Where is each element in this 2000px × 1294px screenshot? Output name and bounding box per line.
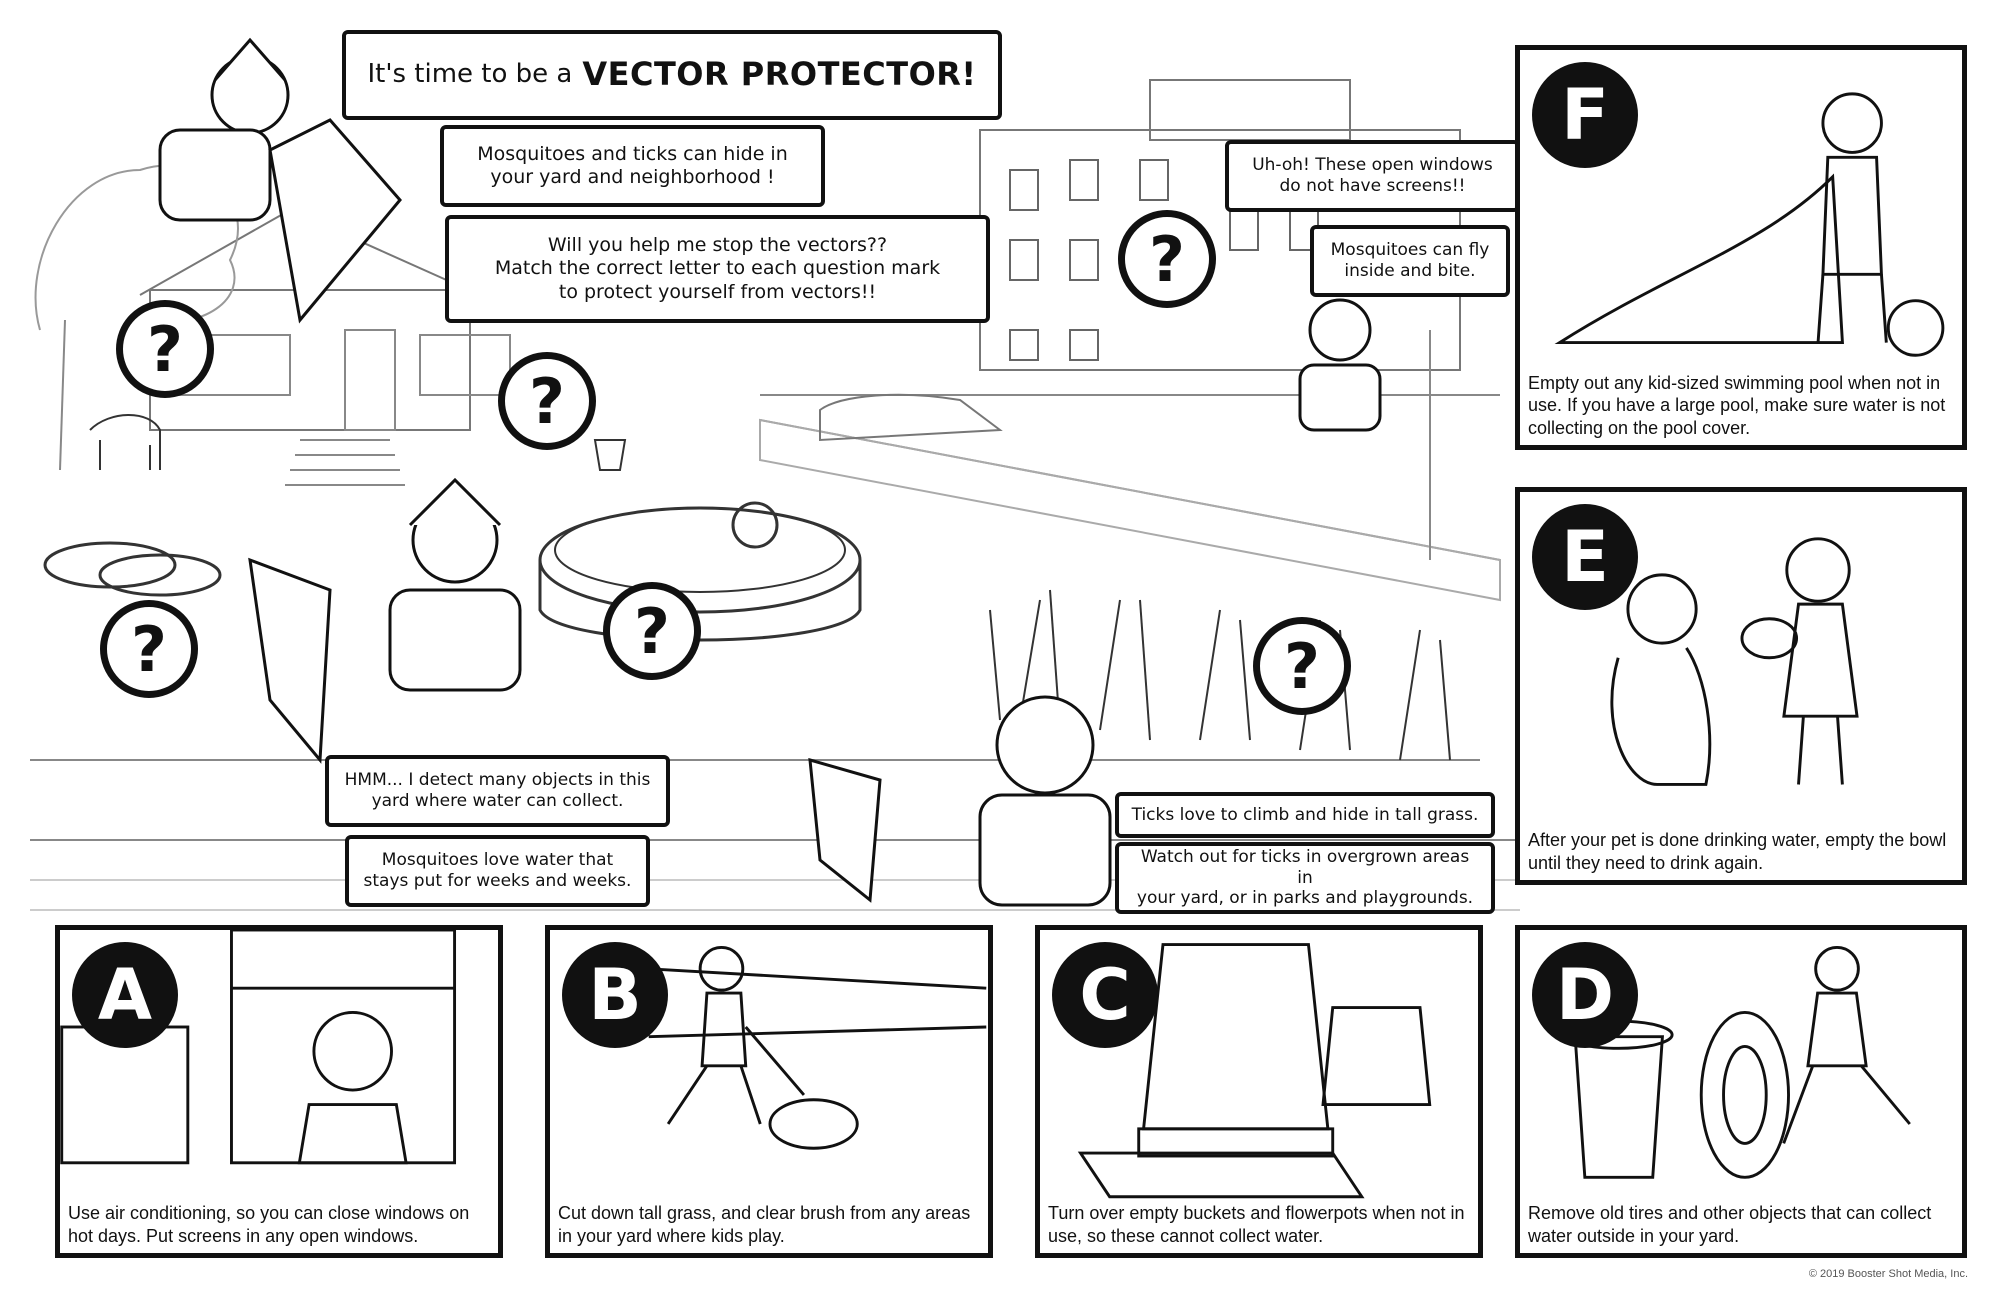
tall-grass-speech-bubble: Ticks love to climb and hide in tall gra… [1115,792,1495,838]
watch-ticks-speech-bubble: Watch out for ticks in overgrown areas i… [1115,842,1495,914]
hide-speech-bubble: Mosquitoes and ticks can hide in your ya… [440,125,825,207]
question-mark-tires[interactable]: ? [100,600,198,698]
pool-draining-illustration [1554,92,1945,357]
panel-a: A Use air conditioning, so you can close… [55,925,503,1258]
title-prefix-text: It's time to be a [367,59,573,90]
panel-b: B Cut down tall grass, and clear brush f… [545,925,993,1258]
fly-line-2: inside and bite. [1344,261,1476,281]
removing-tires-illustration [1563,946,1911,1179]
question-mark-grass[interactable]: ? [1253,617,1351,715]
letter-a: A [97,954,153,1036]
panel-a-caption: Use air conditioning, so you can close w… [68,1202,490,1247]
open-windows-speech-bubble: Uh-oh! These open windows do not have sc… [1225,140,1520,212]
climb-line-1: Ticks love to climb and hide in tall gra… [1131,804,1479,825]
hide-line-2: your yard and neighborhood ! [490,166,775,188]
panel-f: F Empty out any kid-sized swimming pool … [1515,45,1967,450]
watch-line-2: your yard, or in parks and playgrounds. [1136,888,1474,909]
fly-line-1: Mosquitoes can fly [1330,240,1490,261]
help-line-1: Will you help me stop the vectors?? [547,234,888,257]
stays-line-1: Mosquitoes love water that [381,850,614,871]
help-line-3: to protect yourself from vectors!! [558,280,877,303]
panel-e: E After your pet is done drinking water,… [1515,487,1967,885]
panel-d: D Remove old tires and other objects tha… [1515,925,1967,1258]
mowing-grass-illustration [648,946,987,1150]
vector-protector-title: VECTOR PROTECTOR! [582,55,977,94]
question-mark-windows[interactable]: ? [1118,210,1216,308]
water-stays-speech-bubble: Mosquitoes love water that stays put for… [345,835,650,907]
letter-d-badge: D [1532,942,1638,1048]
copyright-text: © 2019 Booster Shot Media, Inc. [1808,1268,1968,1280]
letter-f: F [1561,74,1609,156]
panel-d-caption: Remove old tires and other objects that … [1528,1202,1954,1247]
yard-scene-illustration [30,37,1520,911]
hide-line-1: Mosquitoes and ticks can hide in [477,142,788,165]
detect-line-2: yard where water can collect. [371,791,624,811]
detect-line-1: HMM... I detect many objects in this [344,770,651,791]
question-mark-pool[interactable]: ? [603,582,701,680]
letter-b-badge: B [562,942,668,1048]
letter-a-badge: A [72,942,178,1048]
windows-line-1: Uh-oh! These open windows [1252,155,1493,176]
letter-d: D [1555,954,1615,1036]
overturned-buckets-illustration [1077,943,1432,1199]
letter-e-badge: E [1532,504,1638,610]
windows-line-2: do not have screens!! [1279,176,1466,196]
detect-speech-bubble: HMM... I detect many objects in this yar… [325,755,670,827]
title-speech-bubble: It's time to be a VECTOR PROTECTOR! [342,30,1002,120]
panel-f-caption: Empty out any kid-sized swimming pool wh… [1528,371,1954,439]
panel-e-caption: After your pet is done drinking water, e… [1528,829,1954,874]
letter-b: B [588,954,642,1036]
letter-f-badge: F [1532,62,1638,168]
letter-c-badge: C [1052,942,1158,1048]
help-line-2: Match the correct letter to each questio… [494,257,941,280]
panel-b-caption: Cut down tall grass, and clear brush fro… [558,1202,980,1247]
mosquitoes-fly-speech-bubble: Mosquitoes can fly inside and bite. [1310,225,1510,297]
stays-line-2: stays put for weeks and weeks. [363,871,632,891]
panel-c: C Turn over empty buckets and flowerpots… [1035,925,1483,1258]
letter-c: C [1079,954,1131,1036]
question-mark-house[interactable]: ? [116,300,214,398]
panel-c-caption: Turn over empty buckets and flowerpots w… [1048,1202,1470,1247]
letter-e: E [1561,516,1609,598]
pet-bowl-illustration [1610,537,1859,786]
question-mark-buckets[interactable]: ? [498,352,596,450]
watch-line-1: Watch out for ticks in overgrown areas i… [1140,846,1470,888]
help-speech-bubble: Will you help me stop the vectors?? Matc… [445,215,990,323]
